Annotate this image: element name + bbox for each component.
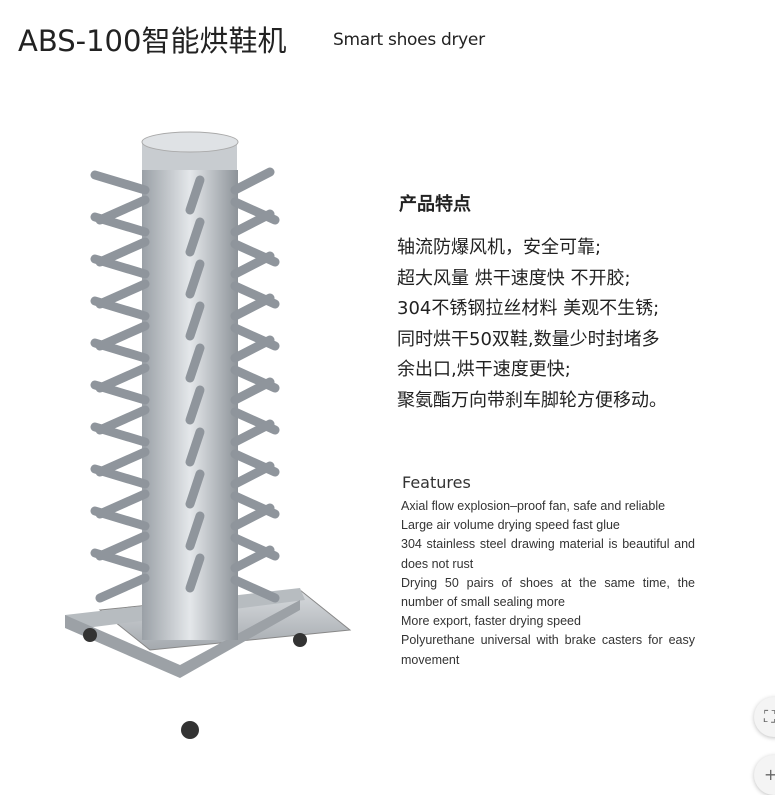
features-cn-item: 同时烘干50双鞋,数量少时封堵多: [397, 328, 660, 350]
drying-tube: [230, 251, 275, 279]
drying-tube: [90, 464, 150, 489]
features-cn-item: 余出口,烘干速度更快;: [397, 359, 571, 380]
drying-tube: [230, 503, 275, 531]
drying-tube: [230, 545, 275, 573]
features-en-item: Polyurethane universal with brake caster…: [401, 633, 695, 667]
drying-tube: [230, 377, 275, 405]
drying-tube: [90, 338, 150, 363]
features-en-item: Axial flow explosion–proof fan, safe and…: [401, 499, 666, 513]
features-cn-list: 轴流防爆风机，安全可靠; 超大风量 烘干速度快 不开胶; 304不锈钢拉丝材料 …: [397, 233, 667, 416]
drying-tube: [230, 209, 275, 237]
features-en-item: More export, faster drying speed: [401, 614, 581, 629]
drying-tube: [230, 461, 275, 489]
page-subtitle: Smart shoes dryer: [333, 30, 485, 50]
drying-tube: [230, 167, 275, 195]
drying-tube: [185, 259, 205, 299]
drying-tube: [230, 575, 280, 603]
product-image-shoe-dryer: [65, 131, 352, 739]
fullscreen-icon: ⛶: [764, 707, 775, 726]
drying-tube: [90, 380, 150, 405]
drying-tube: [185, 343, 205, 383]
features-cn-item: 轴流防爆风机，安全可靠;: [397, 237, 602, 258]
drying-tube: [95, 573, 150, 603]
features-cn-item: 304不锈钢拉丝材料 美观不生锈;: [397, 298, 660, 319]
drying-tube: [90, 212, 150, 237]
drying-tube: [185, 427, 205, 467]
drying-tube: [185, 385, 205, 425]
features-cn-item: 聚氨酯万向带刹车脚轮方便移动。: [397, 389, 667, 411]
features-cn-item: 超大风量 烘干速度快 不开胶;: [397, 267, 631, 289]
drying-tube: [230, 419, 275, 447]
drying-tube: [185, 469, 205, 509]
features-en-heading: Features: [402, 473, 471, 492]
features-en-item: 304 stainless steel drawing material is …: [401, 537, 695, 571]
drying-tube: [230, 293, 275, 321]
features-en-item: Drying 50 pairs of shoes at the same tim…: [401, 575, 695, 610]
features-en-item: Large air volume drying speed fast glue: [401, 518, 620, 533]
drying-tube: [185, 511, 205, 551]
drying-tube: [90, 170, 150, 195]
drying-tube: [90, 254, 150, 279]
drying-tube: [90, 296, 150, 321]
plus-icon: +: [764, 765, 775, 784]
drying-tube: [90, 422, 150, 447]
drying-tube: [90, 548, 150, 573]
drying-tube: [185, 553, 205, 593]
zoom-in-button[interactable]: +: [754, 755, 775, 795]
drying-tube: [185, 301, 205, 341]
drying-tube: [230, 335, 275, 363]
drying-tube: [90, 506, 150, 531]
features-cn-heading: 产品特点: [399, 194, 471, 215]
drying-tube: [185, 217, 205, 257]
fullscreen-button[interactable]: ⛶: [754, 697, 775, 737]
drying-tube: [185, 175, 205, 215]
page-title: ABS-100智能烘鞋机: [18, 24, 287, 58]
features-en-list: Axial flow explosion–proof fan, safe and…: [401, 497, 695, 670]
